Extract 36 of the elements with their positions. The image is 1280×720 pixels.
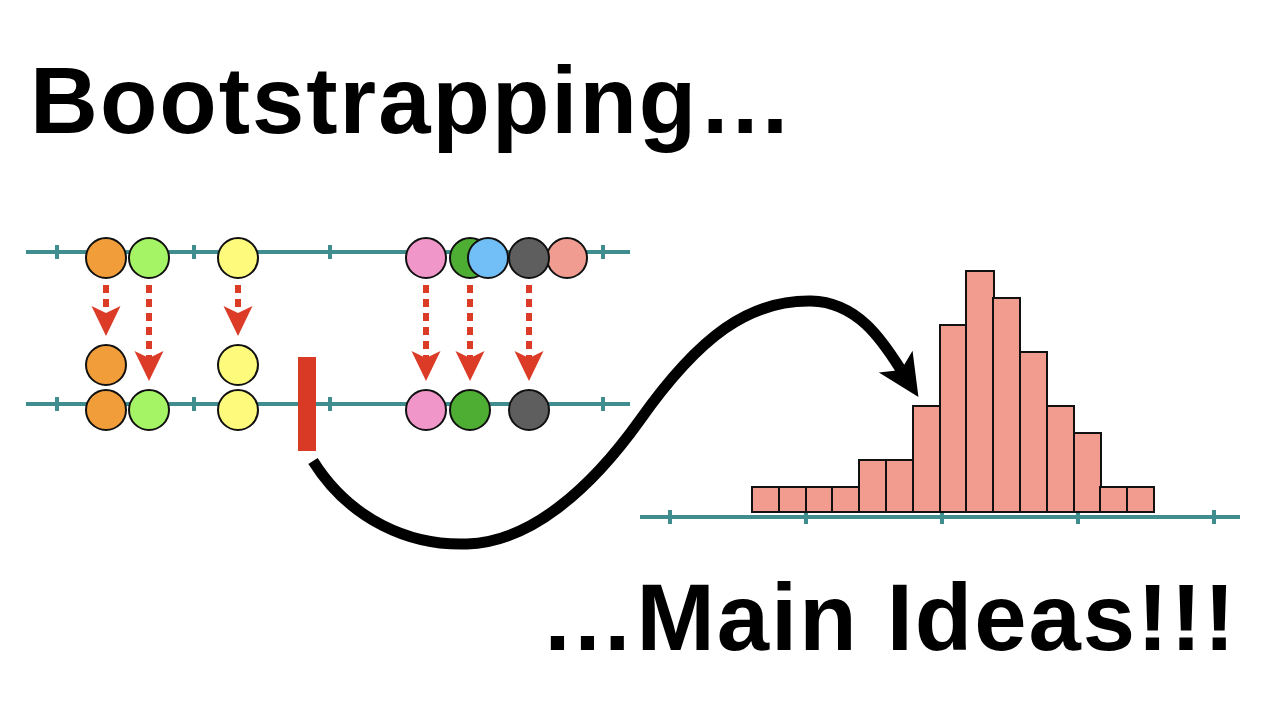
dashed-arrow bbox=[411, 285, 441, 381]
data-point bbox=[128, 389, 170, 431]
dashed-arrow bbox=[134, 285, 164, 381]
dashed-arrow bbox=[91, 285, 121, 336]
histogram-bar bbox=[831, 486, 861, 513]
data-point bbox=[128, 237, 170, 279]
title: Bootstrapping… bbox=[30, 47, 795, 155]
histogram-bar bbox=[1126, 486, 1156, 513]
histogram-bar bbox=[992, 297, 1022, 513]
data-point bbox=[546, 237, 588, 279]
histogram-bar bbox=[1019, 351, 1049, 513]
data-point bbox=[467, 237, 509, 279]
dashed-arrow bbox=[223, 285, 253, 336]
histogram-bar bbox=[1072, 432, 1102, 513]
data-point bbox=[405, 237, 447, 279]
histogram-bar bbox=[858, 459, 888, 513]
histogram-bar bbox=[911, 405, 942, 513]
histogram-bar bbox=[1099, 486, 1129, 513]
data-point bbox=[217, 237, 259, 279]
data-point bbox=[508, 237, 550, 279]
histogram-bar bbox=[885, 459, 915, 513]
mean-marker bbox=[298, 357, 316, 451]
data-point bbox=[449, 389, 491, 431]
data-point bbox=[508, 389, 550, 431]
data-point bbox=[217, 389, 259, 431]
dashed-arrow bbox=[455, 285, 485, 381]
subtitle: …Main Ideas!!! bbox=[540, 564, 1237, 672]
data-point bbox=[85, 344, 127, 386]
data-point bbox=[405, 389, 447, 431]
data-point bbox=[85, 389, 127, 431]
dashed-arrow bbox=[514, 285, 544, 381]
histogram-bar bbox=[751, 486, 781, 513]
histogram-bar bbox=[965, 270, 995, 513]
curved-arrow bbox=[308, 295, 919, 550]
data-point bbox=[217, 344, 259, 386]
data-point bbox=[85, 237, 127, 279]
